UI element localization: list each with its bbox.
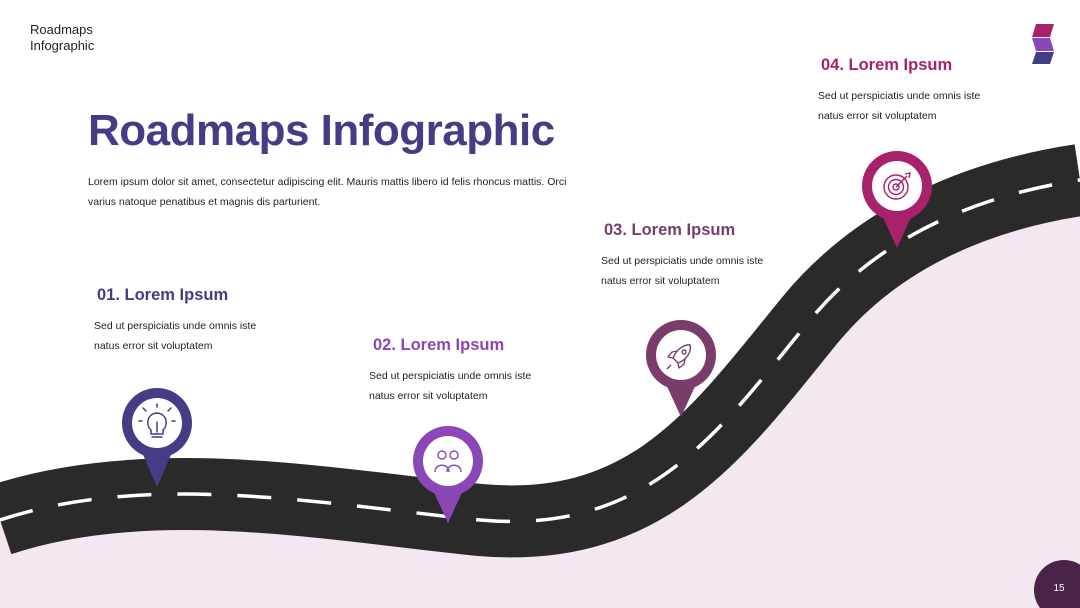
milestone-title-2: 02. Lorem Ipsum (373, 336, 505, 354)
team-icon (434, 450, 462, 473)
milestone-description-3: Sed ut perspiciatis unde omnis iste natu… (601, 255, 764, 287)
corner-title: Roadmaps Infographic (30, 22, 95, 53)
milestone-title-1: 01. Lorem Ipsum (97, 286, 229, 304)
page-title: Roadmaps Infographic (88, 106, 555, 155)
milestone-title-4: 04. Lorem Ipsum (821, 56, 953, 74)
milestone-title-3: 03. Lorem Ipsum (604, 221, 736, 239)
milestone-description-2: Sed ut perspiciatis unde omnis iste natu… (369, 370, 532, 402)
milestone-description-4: Sed ut perspiciatis unde omnis iste natu… (818, 90, 981, 122)
milestone-pin-3 (646, 320, 716, 417)
milestone-pin-1 (122, 388, 192, 487)
rocket-icon (666, 344, 692, 370)
page-number-badge (1034, 560, 1080, 608)
target-icon (883, 172, 911, 200)
road-center-line (0, 178, 1080, 524)
brand-logo (1032, 24, 1054, 64)
milestone-description-1: Sed ut perspiciatis unde omnis iste natu… (94, 320, 257, 352)
milestone-pin-2 (413, 426, 483, 523)
page-description: Lorem ipsum dolor sit amet, consectetur … (88, 176, 567, 208)
page-number: 15 (1053, 583, 1065, 594)
milestone-pin-4 (862, 151, 932, 248)
lightbulb-icon (138, 403, 176, 438)
